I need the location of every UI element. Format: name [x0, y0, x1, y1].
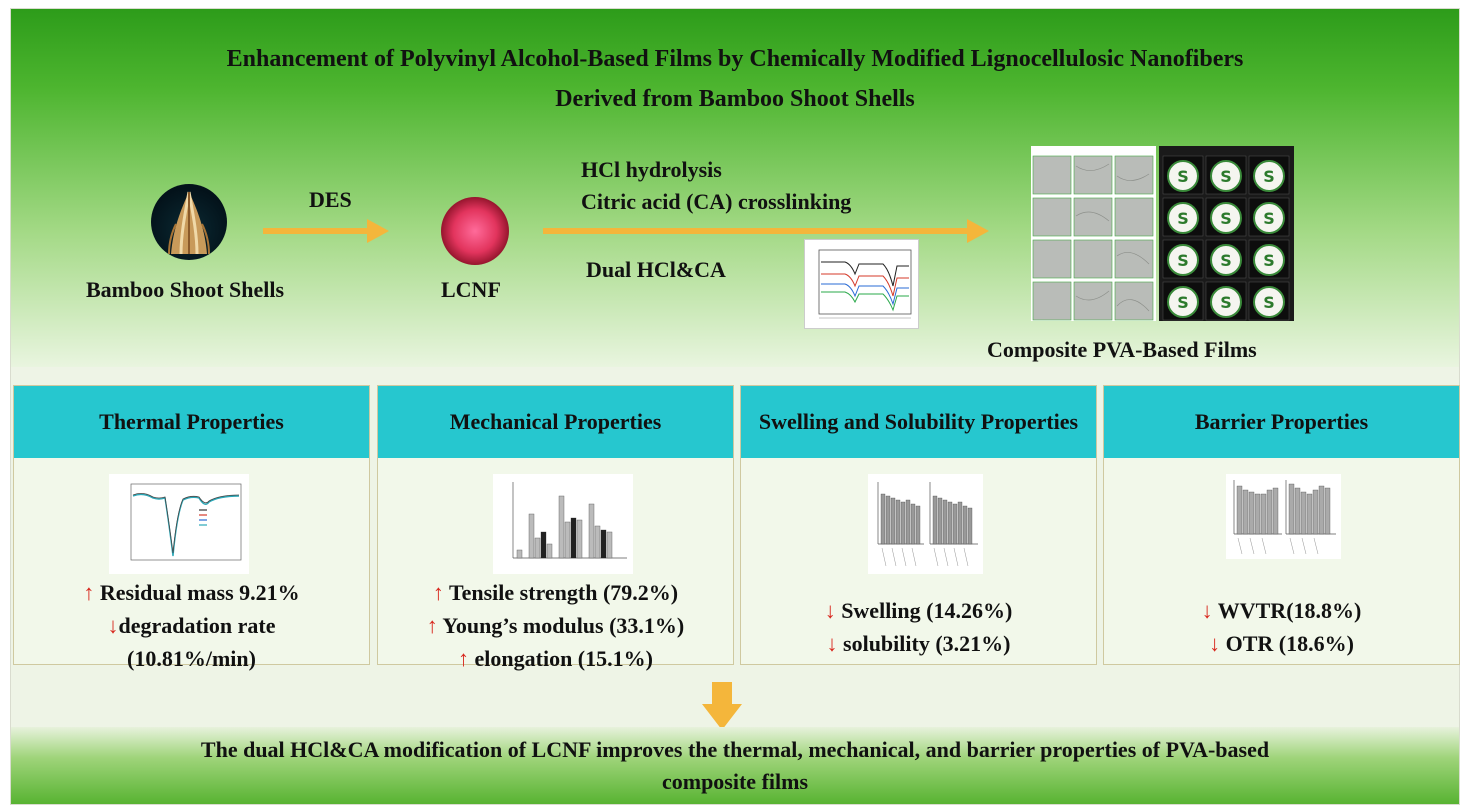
result-text: WVTR(18.8%)	[1212, 598, 1362, 623]
panel-heading: Thermal Properties	[14, 386, 369, 458]
up-arrow-icon: ↑	[458, 646, 470, 671]
panel-heading: Swelling and Solubility Properties	[741, 386, 1096, 458]
ftir-spectrum-thumbnail	[804, 239, 919, 329]
svg-text:S: S	[1220, 293, 1232, 312]
panel-heading: Mechanical Properties	[378, 386, 733, 458]
conclusion-text: The dual HCl&CA modification of LCNF imp…	[11, 734, 1459, 798]
result-line: ↓ solubility (3.21%)	[741, 627, 1096, 660]
page-title: Enhancement of Polyvinyl Alcohol-Based F…	[11, 39, 1459, 119]
result-line: ↑ Young’s modulus (33.1%)	[378, 609, 733, 642]
barrier-results: ↓ WVTR(18.8%) ↓ OTR (18.6%)	[1104, 594, 1459, 660]
treatment-hcl: HCl hydrolysis	[581, 157, 722, 182]
svg-text:S: S	[1177, 293, 1189, 312]
des-arrow	[263, 219, 389, 243]
result-text: (10.81%/min)	[127, 646, 256, 671]
up-arrow-icon: ↑	[83, 580, 95, 605]
svg-text:S: S	[1263, 251, 1275, 270]
panel-swelling-solubility: Swelling and Solubility Properties ↓ Swe…	[740, 385, 1097, 665]
down-arrow-icon: ↓	[107, 613, 119, 638]
title-line-2: Derived from Bamboo Shoot Shells	[555, 86, 915, 112]
svg-text:S: S	[1263, 209, 1275, 228]
panel-mechanical: Mechanical Properties ↑ Tensile strength…	[377, 385, 734, 671]
svg-text:S: S	[1177, 167, 1189, 186]
result-line: ↑ Residual mass 9.21%	[14, 576, 369, 609]
svg-text:S: S	[1220, 209, 1232, 228]
result-line: ↑ Tensile strength (79.2%)	[378, 576, 733, 609]
conclusion-line-2: composite films	[661, 769, 809, 794]
result-text: Young’s modulus (33.1%)	[437, 613, 685, 638]
source-label: Bamboo Shoot Shells	[86, 277, 285, 302]
treatment-ca: Citric acid (CA) crosslinking	[581, 189, 852, 214]
sem-image-grid	[1031, 146, 1156, 321]
result-text: OTR (18.6%)	[1220, 631, 1354, 656]
film-photo-grid: S S S S S S S S S S S S	[1159, 146, 1294, 321]
title-line-1: Enhancement of Polyvinyl Alcohol-Based F…	[226, 46, 1244, 72]
panel-barrier: Barrier Properties ↓ WVTR(18.8%) ↓ OTR (…	[1103, 385, 1460, 665]
down-arrow-icon: ↓	[824, 598, 836, 623]
result-text: solubility (3.21%)	[837, 631, 1011, 656]
treatment-dual: Dual HCl&CA	[586, 257, 726, 282]
result-line: ↓ WVTR(18.8%)	[1104, 594, 1459, 627]
lcnf-label: LCNF	[441, 277, 501, 302]
svg-text:S: S	[1220, 251, 1232, 270]
svg-text:S: S	[1177, 251, 1189, 270]
mechanical-bar-chart-thumbnail	[493, 474, 633, 574]
down-arrow-icon: ↓	[1209, 631, 1221, 656]
conclusion-line-1: The dual HCl&CA modification of LCNF imp…	[200, 737, 1270, 762]
result-line: (10.81%/min)	[14, 642, 369, 675]
svg-text:S: S	[1263, 293, 1275, 312]
result-line: ↑ elongation (15.1%)	[378, 642, 733, 675]
result-text: degradation rate	[118, 613, 276, 638]
up-arrow-icon: ↑	[432, 580, 444, 605]
conclusion-banner: The dual HCl&CA modification of LCNF imp…	[11, 727, 1459, 804]
barrier-bar-chart-thumbnail	[1226, 474, 1341, 559]
dtg-curve-thumbnail	[109, 474, 249, 574]
down-arrow-icon: ↓	[1201, 598, 1213, 623]
result-line: ↓ OTR (18.6%)	[1104, 627, 1459, 660]
lcnf-image	[441, 197, 509, 265]
des-label: DES	[309, 187, 352, 212]
bamboo-shoot-shell-image	[151, 184, 227, 260]
process-section: Enhancement of Polyvinyl Alcohol-Based F…	[11, 9, 1459, 367]
panel-heading: Barrier Properties	[1104, 386, 1459, 458]
mechanical-results: ↑ Tensile strength (79.2%) ↑ Young’s mod…	[378, 576, 733, 675]
product-label: Composite PVA-Based Films	[987, 337, 1257, 362]
swelling-results: ↓ Swelling (14.26%) ↓ solubility (3.21%)	[741, 594, 1096, 660]
conclusion-arrow-icon	[702, 682, 742, 730]
result-line: ↓ Swelling (14.26%)	[741, 594, 1096, 627]
svg-text:S: S	[1220, 167, 1232, 186]
treatment-arrow	[543, 219, 989, 243]
result-text: Swelling (14.26%)	[835, 598, 1013, 623]
result-text: Residual mass 9.21%	[94, 580, 300, 605]
up-arrow-icon: ↑	[426, 613, 438, 638]
result-text: Tensile strength (79.2%)	[443, 580, 679, 605]
down-arrow-icon: ↓	[826, 631, 838, 656]
graphical-abstract: Enhancement of Polyvinyl Alcohol-Based F…	[10, 8, 1460, 805]
swelling-bar-chart-thumbnail	[868, 474, 983, 574]
result-text: elongation (15.1%)	[469, 646, 653, 671]
thermal-results: ↑ Residual mass 9.21% ↓degradation rate …	[14, 576, 369, 675]
result-line: ↓degradation rate	[14, 609, 369, 642]
svg-text:S: S	[1263, 167, 1275, 186]
svg-text:S: S	[1177, 209, 1189, 228]
panel-thermal: Thermal Properties ↑ Residual mass 9.21%…	[13, 385, 370, 671]
